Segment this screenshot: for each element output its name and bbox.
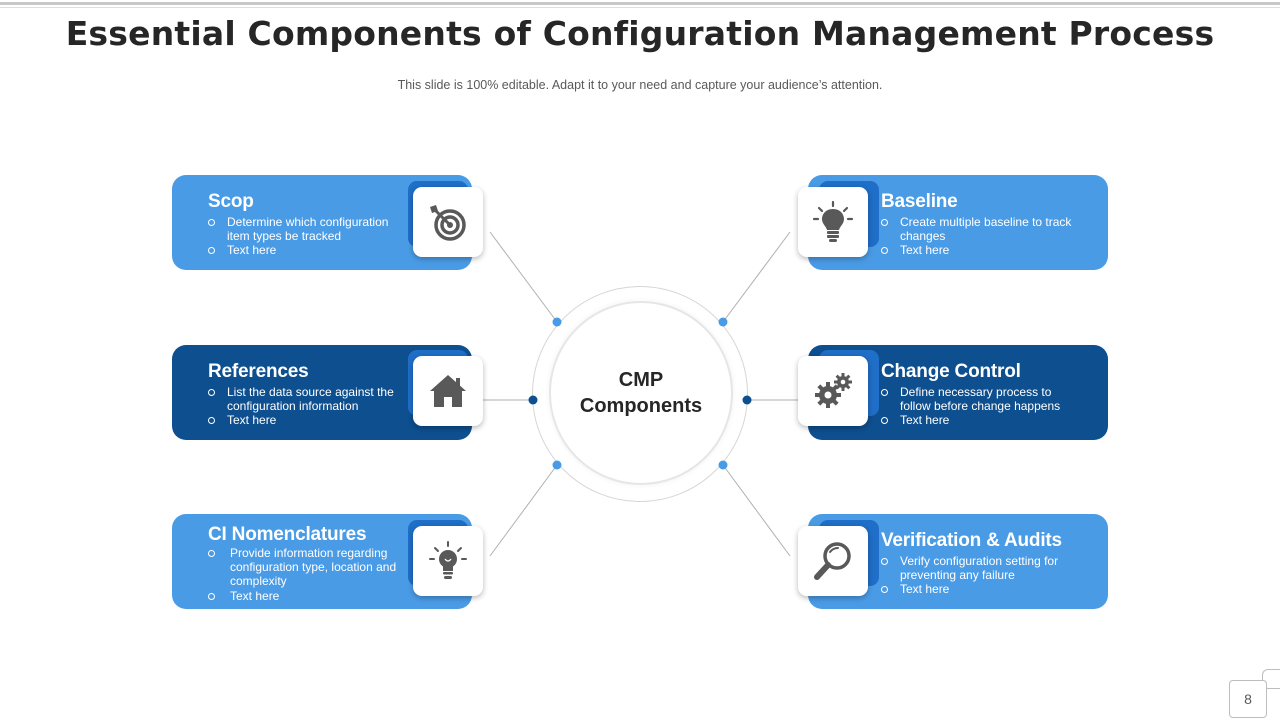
bullet-item: Define necessary process to follow befor… [881, 385, 1081, 413]
icon-box-scop [413, 187, 483, 257]
card-title: Verification & Audits [881, 530, 1062, 551]
bullet-item: Provide information regarding configurat… [208, 546, 413, 588]
slide-title: Essential Components of Configuration Ma… [65, 14, 1215, 53]
icon-box-references [413, 356, 483, 426]
magnifier-icon [814, 542, 851, 580]
card-bullets: List the data source against the configu… [208, 385, 408, 427]
dot-verification [718, 460, 728, 470]
dot-baseline [718, 317, 728, 327]
connector-verification [722, 464, 791, 557]
bullet-item: Text here [208, 243, 408, 257]
bullet-item: List the data source against the configu… [208, 385, 408, 413]
dot-ci-nomenclatures [552, 460, 562, 470]
icon-box-verification-audits [798, 526, 868, 596]
bullet-item: Text here [208, 589, 413, 603]
top-rule-thin [0, 7, 1280, 8]
lightbulb-idea-icon [812, 200, 854, 242]
icon-box-ci-nomenclatures [413, 526, 483, 596]
bullet-item: Determine which configuration item types… [208, 215, 408, 243]
gears-icon [815, 373, 852, 408]
bullet-item: Text here [881, 243, 1081, 257]
target-icon [430, 205, 466, 241]
home-icon [430, 375, 466, 407]
bullet-item: Text here [881, 582, 1081, 596]
bullet-item: Create multiple baseline to track change… [881, 215, 1081, 243]
card-title: CI Nomenclatures [208, 524, 367, 545]
card-bullets: Verify configuration setting for prevent… [881, 554, 1081, 596]
dot-scop [552, 317, 562, 327]
card-bullets: Define necessary process to follow befor… [881, 385, 1081, 427]
card-title: Baseline [881, 191, 958, 212]
top-rule [0, 2, 1280, 5]
card-title: Scop [208, 191, 254, 212]
connector-baseline [722, 231, 791, 323]
center-label-line1: CMP [618, 369, 664, 391]
connector-ci-nomenclatures [489, 464, 558, 557]
connector-scop [489, 231, 558, 323]
card-bullets: Create multiple baseline to track change… [881, 215, 1081, 257]
card-bullets: Determine which configuration item types… [208, 215, 408, 257]
icon-box-baseline [798, 187, 868, 257]
dot-references [528, 395, 538, 405]
slide-subtitle: This slide is 100% editable. Adapt it to… [397, 78, 883, 92]
card-title: References [208, 361, 309, 382]
dot-change-control [742, 395, 752, 405]
bullet-item: Text here [208, 413, 408, 427]
center-hub: CMP Components [549, 301, 733, 485]
lightbulb-icon [429, 541, 467, 579]
card-title: Change Control [881, 361, 1021, 382]
card-bullets: Provide information regarding configurat… [208, 546, 413, 603]
bullet-item: Verify configuration setting for prevent… [881, 554, 1081, 582]
page-number: 8 [1229, 680, 1267, 718]
icon-box-change-control [798, 356, 868, 426]
bullet-item: Text here [881, 413, 1081, 427]
center-label-line2: Components [579, 395, 703, 417]
